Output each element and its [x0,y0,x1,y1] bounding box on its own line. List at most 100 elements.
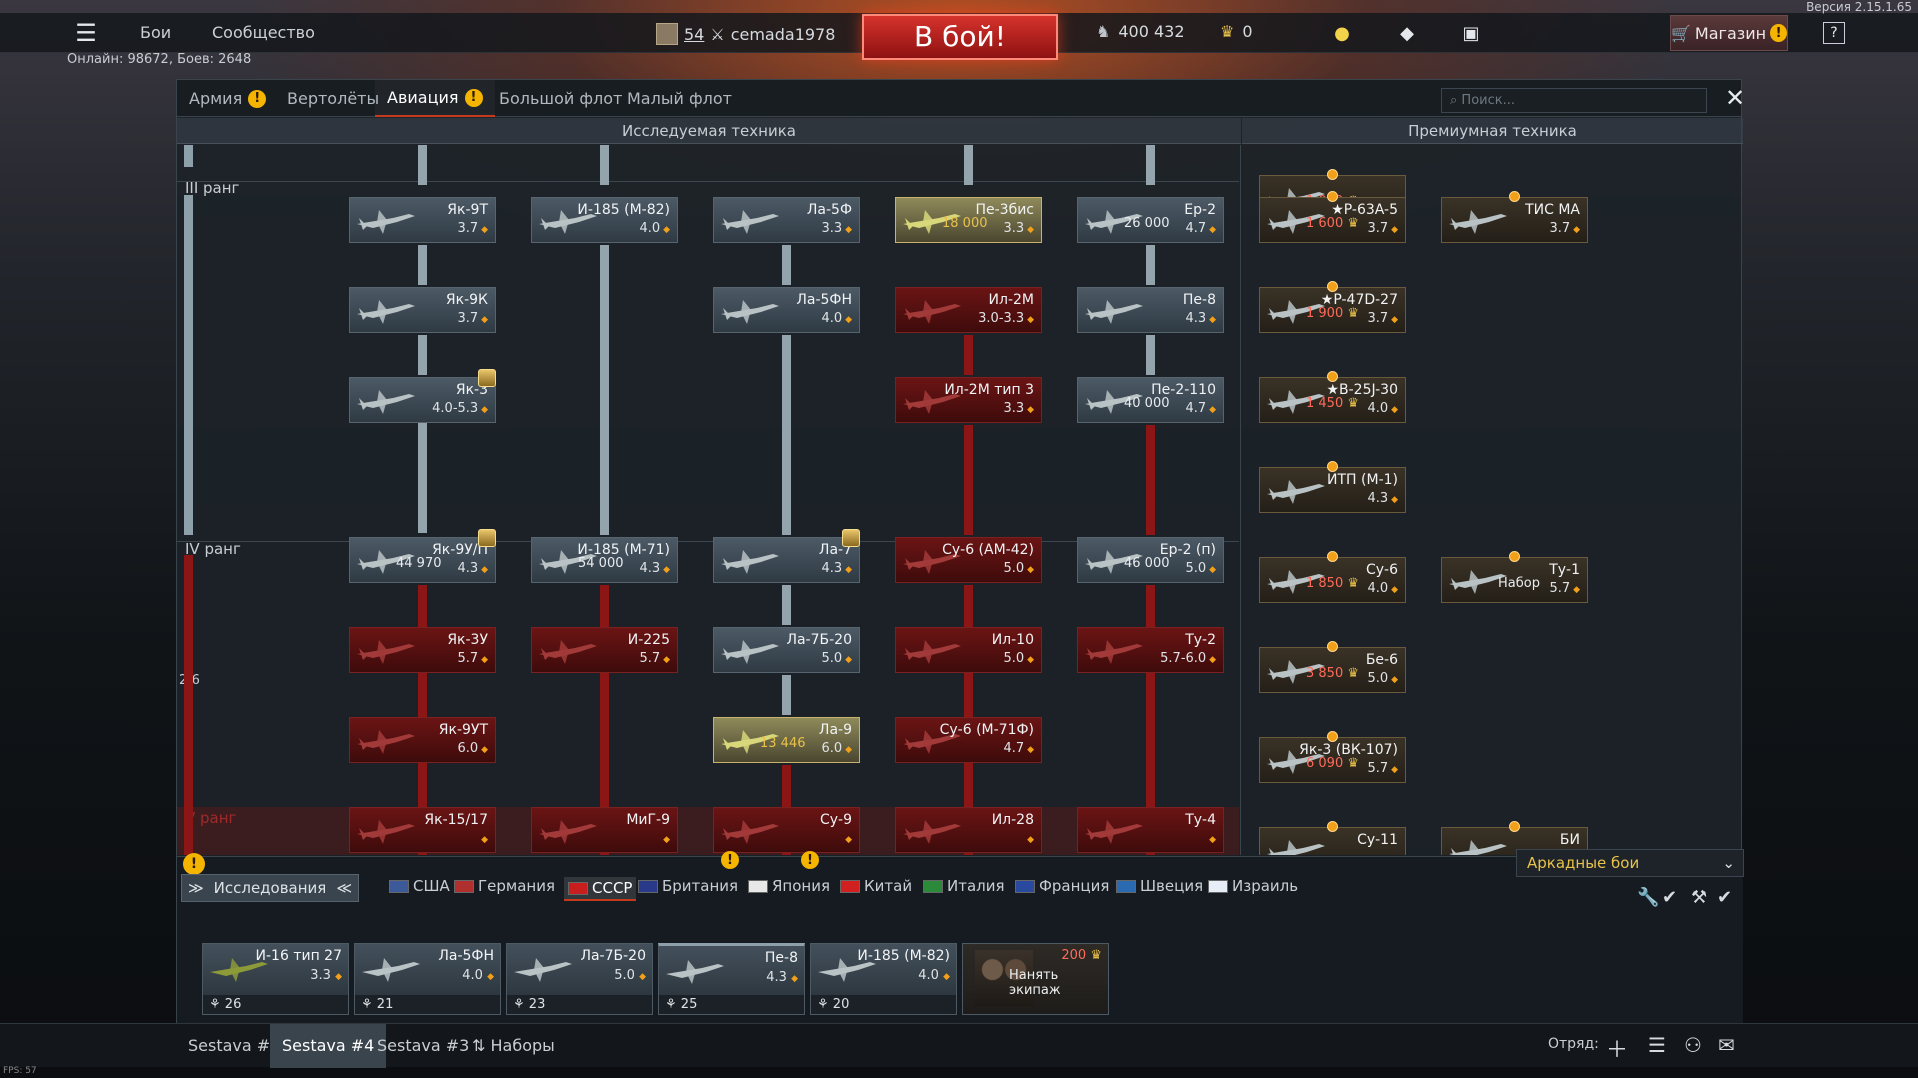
repair-all-icon[interactable]: ⚒ [1691,887,1708,908]
nation-tab[interactable]: Япония [748,877,830,895]
mail-icon[interactable]: ✉ [1718,1033,1735,1057]
gold-balance[interactable]: ♛ 0 [1220,22,1253,41]
nav-battles[interactable]: Бои [140,23,172,42]
nation-tab[interactable]: Британия [638,877,738,895]
rating-diamond-icon: ◆ [842,655,852,665]
vehicle-card[interactable]: МиГ-9 ◆ [531,807,678,853]
add-squad-icon[interactable]: ＋ [1606,1038,1629,1063]
help-icon[interactable]: ? [1823,22,1845,44]
nation-tab[interactable]: Швеция [1116,877,1203,895]
tab-helicopters[interactable]: Вертолёты [287,89,380,108]
nav-community[interactable]: Сообщество [212,23,315,42]
tab-aviation[interactable]: Авиация! [375,80,495,117]
preset-tab[interactable]: Sestava #4 [270,1024,387,1068]
tab-coastal-fleet[interactable]: Малый флот [627,89,732,108]
tech-tree[interactable]: III ранг IV ранг V ранг 2/6 Як-9Т3.7 ◆И-… [177,145,1743,855]
vehicle-card[interactable]: Як-3 (ВК-107)5.7 ◆6 090 ♛ [1259,737,1406,783]
vehicle-card[interactable]: Як-15/17 ◆ [349,807,496,853]
nation-tab[interactable]: США [389,877,450,895]
preset-tab[interactable]: Sestava #3 [377,1036,470,1055]
crew-slot[interactable]: И-185 (М-82) 4.0 ◆ ⚘ 20 [810,943,957,1015]
flag-icon [748,879,768,893]
crew-vehicle-name: Ла-7Б-20 [580,948,646,964]
vehicle-card[interactable]: Су-9 ◆ [713,807,860,853]
crew-slot[interactable]: Ла-7Б-20 5.0 ◆ ⚘ 23 [506,943,653,1015]
checkmark-icon[interactable]: ✔ [1662,887,1678,908]
crew-slot[interactable]: Ла-5ФН 4.0 ◆ ⚘ 21 [354,943,501,1015]
plane-icon [1085,550,1143,574]
rating-diamond-icon: ◆ [1388,585,1398,595]
silver-balance[interactable]: ♞ 400 432 [1096,22,1185,41]
search-input[interactable]: ⌕ Поиск... [1441,88,1707,113]
vehicle-card[interactable]: Ил-28 ◆ [895,807,1042,853]
crew-slot[interactable]: И-16 тип 27 3.3 ◆ ⚘ 26 [202,943,349,1015]
vehicle-card[interactable]: И-185 (М-71)4.3 ◆54 000 [531,537,678,583]
tab-bluewater-fleet[interactable]: Большой флот [499,89,623,108]
battle-rating: 5.7-6.0 ◆ [1160,651,1216,666]
vehicle-card[interactable]: ИТП (М-1)4.3 ◆ [1259,467,1406,513]
to-battle-button[interactable]: В бой! [862,14,1058,60]
list-icon[interactable]: ☰ [1648,1033,1666,1057]
vehicle-name: Як-9К [445,292,488,308]
preset-tab[interactable]: Sestava #1 [188,1036,281,1055]
close-button[interactable]: ✕ [1721,84,1749,112]
research-button[interactable]: ≫ Исследования ≪ [181,874,359,902]
vehicle-card[interactable]: И-185 (М-82)4.0 ◆ [531,197,678,243]
menu-icon[interactable]: ☰ [75,19,97,47]
vehicle-card[interactable]: Ту-4 ◆ [1077,807,1224,853]
cart-icon: 🛒 [1671,23,1691,43]
vehicle-card[interactable]: Су-6 (АМ-42)5.0 ◆ [895,537,1042,583]
vehicle-card[interactable]: Ер-2 (п)5.0 ◆46 000 [1077,537,1224,583]
nation-tab[interactable]: Израиль [1208,877,1298,895]
research-alert-icon[interactable]: ! [183,853,205,875]
wrench-icon[interactable]: 🔧 [1637,887,1660,908]
lightbulb-icon[interactable]: ● [1334,22,1350,44]
nation-tab[interactable]: Франция [1015,877,1109,895]
player-profile[interactable]: 54 ⚔ cemada1978 [656,20,835,48]
shop-button[interactable]: 🛒 Магазин ! [1670,15,1788,51]
diamond-icon[interactable]: ◆ [1400,22,1414,44]
vehicle-name: Як-3 (ВК-107) [1299,742,1398,758]
vehicle-card[interactable]: Су-6 (М-71Ф)4.7 ◆ [895,717,1042,763]
crew-slot[interactable]: Пе-8 4.3 ◆ ⚘ 25 [658,943,805,1015]
checkmark-icon[interactable]: ✔ [1717,887,1733,908]
hire-crew-button[interactable]: 200 ♛ Нанять экипаж [962,943,1109,1015]
nation-tab[interactable]: Италия [923,877,1005,895]
nation-tab[interactable]: Китай [840,877,912,895]
tab-army[interactable]: Армия! [177,80,278,117]
nation-tab[interactable]: Германия [454,877,555,895]
presets-button[interactable]: ⇅ Наборы [472,1036,555,1055]
game-mode-select[interactable]: Аркадные бои⌄ [1516,849,1744,877]
coupon-icon[interactable]: ▣ [1462,22,1480,44]
friends-icon[interactable]: ⚇ [1684,1033,1702,1057]
nation-tab[interactable]: СССР [564,877,637,901]
alert-icon: ! [721,851,739,869]
